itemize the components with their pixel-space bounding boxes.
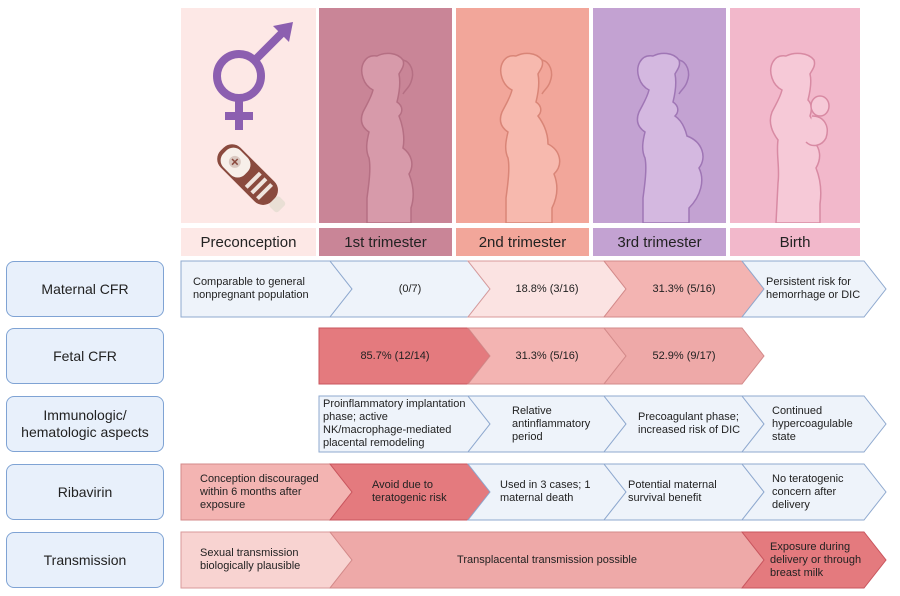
female-male-symbol-icon [213,22,293,130]
mother-holding-baby-icon [769,52,830,223]
immuno-third-text: Precoagulant phase; increased risk of DI… [638,411,741,436]
transmission-delivery-text: Exposure during delivery or through brea… [770,540,862,579]
chevron-immuno-birth [740,395,887,453]
stage-label-first-trimester: 1st trimester [319,228,452,256]
maternal-birth-text: Persistent risk for hemorrhage or DIC [766,276,861,301]
ribavirin-birth-text: No teratogenic concern after delivery [772,472,844,511]
transmission-sexual-text: Sexual transmission biologically plausib… [200,547,301,572]
row-label-maternal-cfr: Maternal CFR [6,261,164,317]
pregnancy-test-icon [217,144,286,213]
chevron-fetal-third [602,327,765,385]
immuno-first-text: Proinflammatory implantation phase; acti… [323,398,466,449]
ribavirin-second-text: Used in 3 cases; 1 maternal death [500,479,591,504]
panel-second-trimester [456,8,589,223]
stage-label-preconception: Preconception [181,228,316,256]
panel-third-trimester [593,8,726,223]
fetal-third-text: 52.9% (9/17) [652,349,716,362]
transmission-transplacental-text: Transplacental transmission possible [457,553,637,566]
row-label-fetal-cfr: Fetal CFR [6,328,164,384]
immuno-birth-text: Continued hypercoagulable state [772,404,853,443]
panel-first-trimester [319,8,452,223]
stage-label-second-trimester: 2nd trimester [456,228,589,256]
maternal-second-text: 18.8% (3/16) [515,282,579,295]
panel-preconception [181,8,316,223]
row-label-transmission: Transmission [6,532,164,588]
row-label-immunologic: Immunologic/ hematologic aspects [6,396,164,452]
maternal-preconception-text: Comparable to general nonpregnant popula… [193,276,309,301]
ribavirin-third-text: Potential maternal survival benefit [628,479,717,504]
chevron-ribavirin-birth [740,463,887,521]
pregnant-woman-mid-icon [499,52,561,223]
row-label-ribavirin: Ribavirin [6,464,164,520]
chevron-transmission-delivery [740,531,887,589]
immuno-second-text: Relative antinflammatory period [512,404,591,443]
chevron-maternal-birth [740,260,887,318]
ribavirin-first-text: Avoid due to teratogenic risk [372,479,447,504]
maternal-first-text: (0/7) [398,282,422,295]
stage-label-birth: Birth [730,228,860,256]
ribavirin-preconception-text: Conception discouraged within 6 months a… [200,472,319,511]
fetal-second-text: 31.3% (5/16) [515,349,579,362]
fetal-first-text: 85.7% (12/14) [360,349,430,362]
pregnant-woman-early-icon [360,52,414,223]
pregnant-woman-late-icon [636,52,704,223]
maternal-third-text: 31.3% (5/16) [652,282,716,295]
panel-birth [730,8,860,223]
stage-label-third-trimester: 3rd trimester [593,228,726,256]
